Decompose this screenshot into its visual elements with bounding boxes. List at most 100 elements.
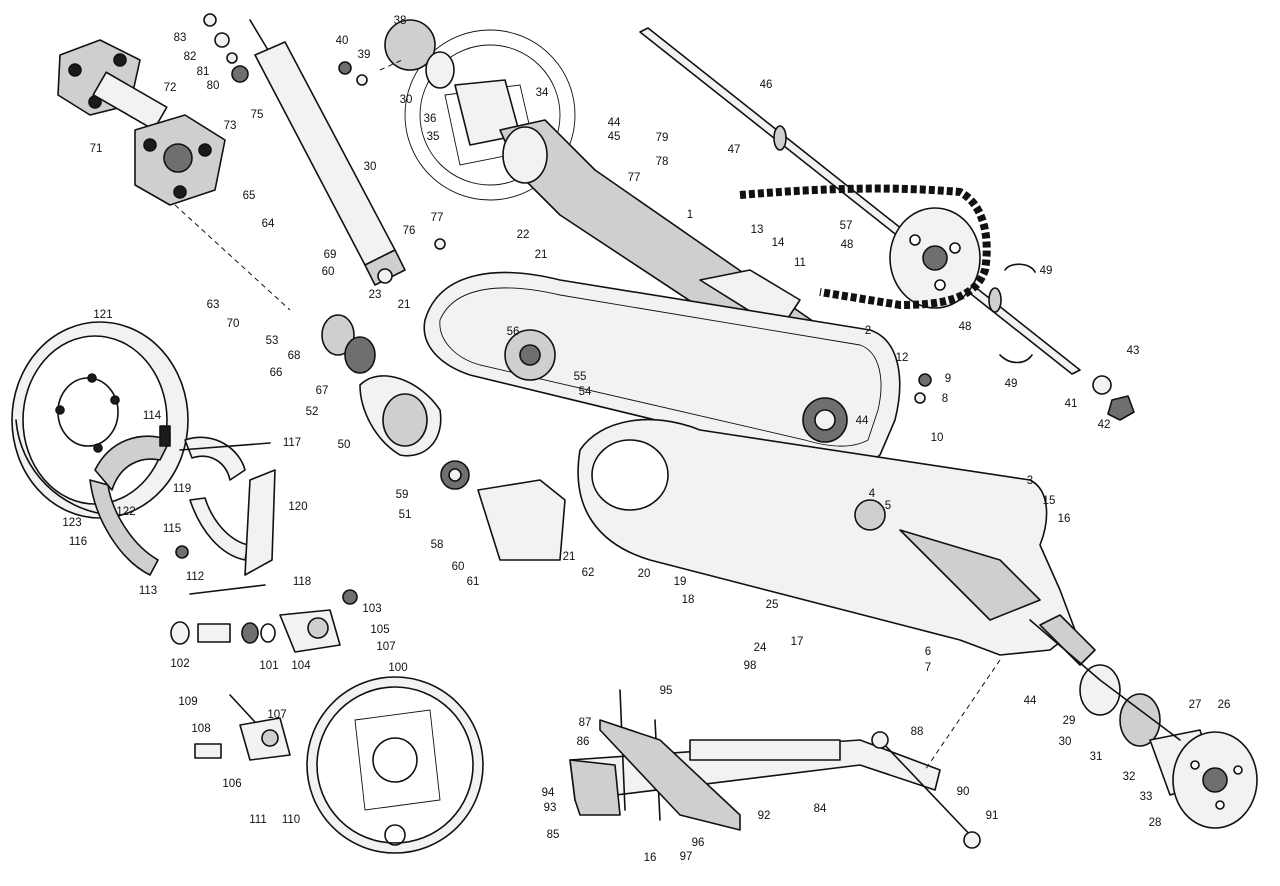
callout-24: 24	[754, 642, 767, 654]
wheel-cylinder	[170, 589, 358, 761]
callout-104: 104	[291, 660, 311, 672]
callout-48: 48	[841, 239, 854, 251]
callout-22: 22	[517, 229, 530, 241]
callout-44: 44	[608, 117, 621, 129]
callout-71: 71	[90, 143, 103, 155]
callout-16: 16	[644, 852, 657, 864]
callout-123: 123	[62, 517, 81, 529]
callout-39: 39	[358, 49, 371, 61]
callout-69: 69	[324, 249, 337, 261]
callout-34: 34	[536, 87, 549, 99]
callout-62: 62	[582, 567, 595, 579]
callout-59: 59	[396, 489, 409, 501]
callout-57: 57	[840, 220, 853, 232]
callout-46: 46	[760, 79, 773, 91]
callout-49: 49	[1040, 265, 1053, 277]
callout-30: 30	[364, 161, 377, 173]
callout-36: 36	[424, 113, 437, 125]
callout-73: 73	[224, 120, 237, 132]
callout-111: 111	[249, 814, 266, 826]
callout-52: 52	[306, 406, 319, 418]
callout-88: 88	[911, 726, 924, 738]
callout-21: 21	[535, 249, 548, 261]
callout-121: 121	[93, 309, 112, 321]
drive-flange	[1029, 614, 1258, 829]
callout-42: 42	[1098, 419, 1111, 431]
callout-5: 5	[885, 500, 891, 512]
callout-51: 51	[399, 509, 412, 521]
callout-31: 31	[1090, 751, 1103, 763]
callout-72: 72	[164, 82, 177, 94]
callout-96: 96	[692, 837, 705, 849]
callout-21: 21	[563, 551, 576, 563]
chain-case	[423, 271, 901, 466]
callout-76: 76	[403, 225, 416, 237]
callout-102: 102	[170, 658, 189, 670]
callout-66: 66	[270, 367, 283, 379]
callout-41: 41	[1065, 398, 1078, 410]
drive-chain	[739, 184, 991, 310]
callout-108: 108	[191, 723, 210, 735]
callout-56: 56	[507, 326, 520, 338]
leaf-spring	[569, 689, 981, 849]
chain-case-cover	[577, 418, 1076, 656]
callout-53: 53	[266, 335, 279, 347]
callout-14: 14	[772, 237, 785, 249]
callout-49: 49	[1005, 378, 1018, 390]
callout-3: 3	[1027, 475, 1033, 487]
clutch-bearings	[321, 314, 566, 561]
callout-87: 87	[579, 717, 592, 729]
callout-33: 33	[1140, 791, 1153, 803]
callout-50: 50	[338, 439, 351, 451]
callout-64: 64	[262, 218, 275, 230]
callout-1: 1	[687, 209, 693, 221]
callout-85: 85	[547, 829, 560, 841]
callout-4: 4	[869, 488, 876, 500]
callout-120: 120	[288, 501, 307, 513]
callout-98: 98	[744, 660, 757, 672]
callout-93: 93	[544, 802, 557, 814]
callout-81: 81	[197, 66, 210, 78]
callout-9: 9	[945, 373, 951, 385]
callout-117: 117	[283, 437, 301, 449]
callout-6: 6	[925, 646, 931, 658]
callout-30: 30	[1059, 736, 1072, 748]
callout-44: 44	[856, 415, 869, 427]
callout-61: 61	[467, 576, 480, 588]
callout-84: 84	[814, 803, 827, 815]
callout-38: 38	[394, 15, 407, 27]
callout-19: 19	[674, 576, 687, 588]
callout-21: 21	[398, 299, 411, 311]
callout-106: 106	[222, 778, 241, 790]
universal-joint	[57, 39, 226, 206]
callout-94: 94	[542, 787, 555, 799]
callout-45: 45	[608, 131, 621, 143]
callout-11: 11	[794, 257, 806, 269]
callout-55: 55	[574, 371, 587, 383]
callout-58: 58	[431, 539, 444, 551]
callout-67: 67	[316, 385, 329, 397]
callout-77: 77	[628, 172, 641, 184]
small-parts-right	[914, 263, 1135, 421]
callout-82: 82	[184, 51, 197, 63]
callout-60: 60	[322, 266, 335, 278]
callout-109: 109	[178, 696, 197, 708]
callout-95: 95	[660, 685, 673, 697]
callout-77: 77	[431, 212, 444, 224]
callout-63: 63	[207, 299, 220, 311]
small-nuts-washers	[203, 13, 249, 83]
callout-119: 119	[173, 483, 191, 495]
callout-labels: 1234567891011121314151616171819202121212…	[62, 15, 1230, 864]
callout-27: 27	[1189, 699, 1202, 711]
callout-83: 83	[174, 32, 187, 44]
shock-absorber	[249, 19, 446, 286]
callout-92: 92	[758, 810, 771, 822]
callout-118: 118	[293, 576, 311, 588]
callout-114: 114	[143, 410, 162, 422]
callout-116: 116	[69, 536, 87, 548]
callout-78: 78	[656, 156, 669, 168]
callout-103: 103	[362, 603, 381, 615]
callout-2: 2	[865, 325, 871, 337]
